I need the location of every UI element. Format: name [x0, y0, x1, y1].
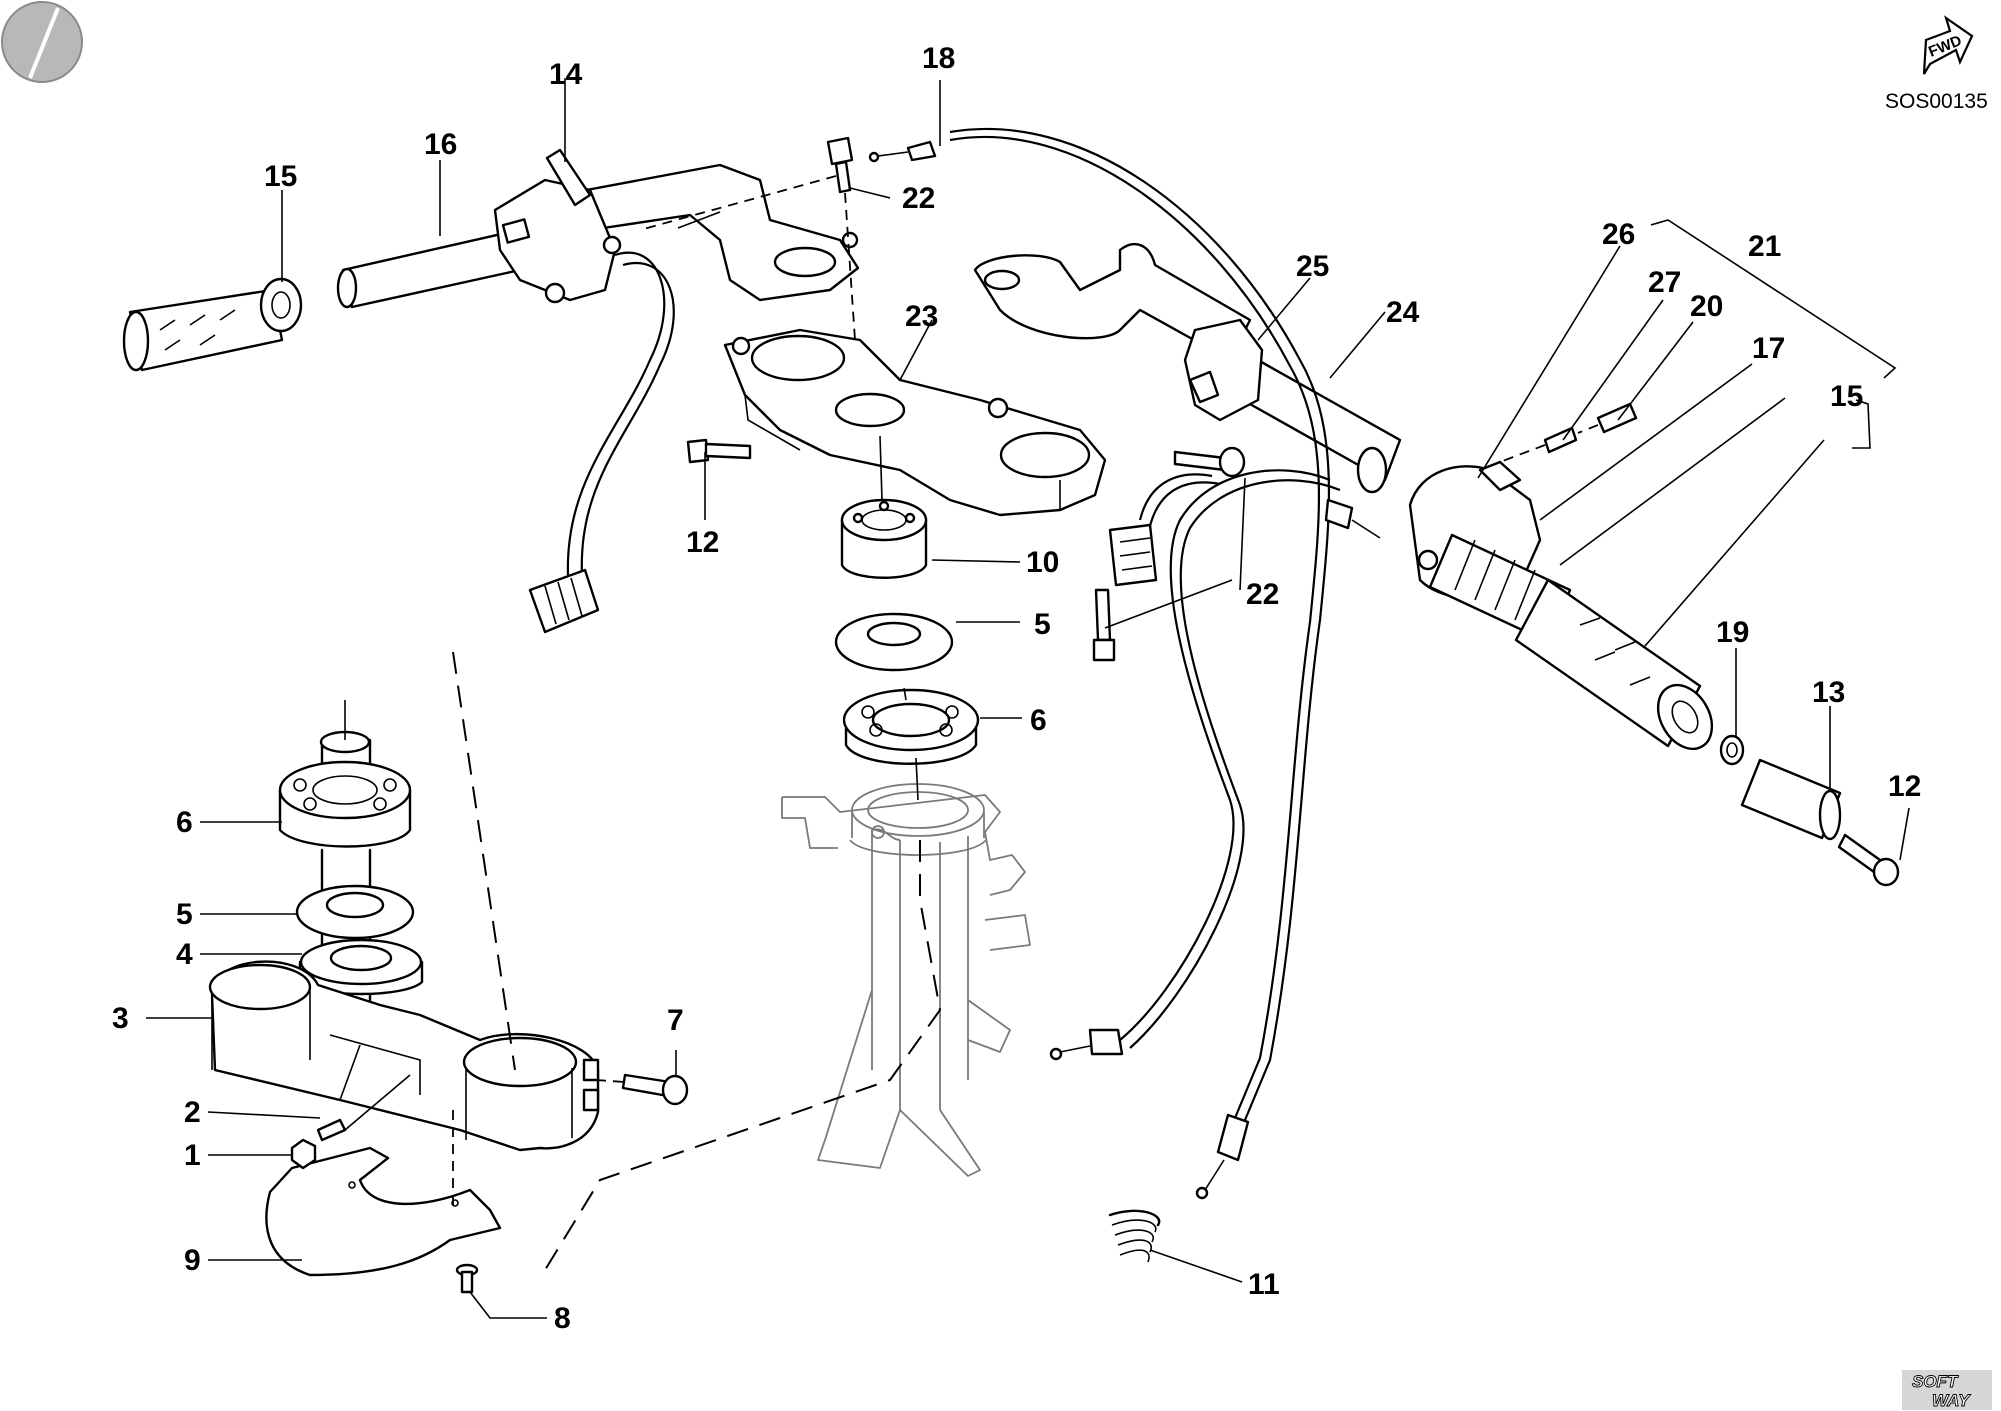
screw-8: [455, 1263, 479, 1294]
callout-labels: 14 16 15 18 22 23 12 10 5 6 22 25 24 26 …: [112, 42, 1921, 1335]
clamp-25: [1183, 318, 1264, 422]
screw-20: [1596, 402, 1638, 434]
bolt-12-clamp: [686, 438, 752, 464]
dust-seal-4: [298, 938, 424, 996]
handlebar-left-16: [336, 163, 860, 309]
nut-1: [290, 1138, 317, 1170]
alignment-line: [1577, 424, 1599, 434]
callout-19: 19: [1716, 616, 1749, 649]
callout-5-center: 5: [1034, 608, 1051, 641]
steering-nut-10: [840, 498, 928, 579]
callout-14: 14: [549, 58, 583, 91]
washer-5-lower: [295, 884, 415, 940]
alignment-line: [903, 687, 907, 701]
leader-lines: [146, 78, 1910, 1319]
bearing-6-center: [842, 688, 980, 765]
screw-27: [1543, 426, 1578, 454]
washer-5-center: [834, 612, 954, 672]
screw-2: [316, 1118, 347, 1142]
lower-yoke-3: [208, 960, 600, 1152]
assembly-path-dashed: [544, 840, 942, 1271]
callout-8: 8: [554, 1302, 571, 1335]
brand-mark: SOFT WAY: [1902, 1370, 1992, 1410]
bolt-7: [621, 1073, 689, 1106]
left-switch-14: [493, 148, 622, 304]
callout-26: 26: [1602, 218, 1635, 251]
steering-stem-6-lower: [278, 730, 412, 848]
alignment-line: [1499, 444, 1546, 463]
callout-23: 23: [905, 300, 938, 333]
brand-line-1: SOFT: [1912, 1372, 1959, 1391]
upper-triple-clamp-23: [723, 328, 1107, 517]
washer-19: [1719, 734, 1745, 766]
spring-11: [1108, 1209, 1161, 1263]
right-switch-wiring: [1108, 473, 1221, 587]
throttle-cable-2: [1049, 469, 1381, 1061]
callout-1: 1: [184, 1139, 201, 1172]
logo-disc-icon: [1, 1, 83, 83]
callout-11: 11: [1248, 1268, 1280, 1301]
callout-21: 21: [1748, 230, 1781, 263]
callout-3: 3: [112, 1002, 129, 1035]
alignment-line: [915, 757, 919, 801]
callout-22-upper: 22: [902, 182, 935, 215]
callout-22-clamp: 22: [1246, 578, 1279, 611]
callout-10: 10: [1026, 546, 1059, 579]
callout-12-clamp: 12: [686, 526, 719, 559]
bar-end-weight-13: [1740, 758, 1842, 841]
brand-line-2: WAY: [1932, 1391, 1971, 1410]
alignment-line: [879, 435, 883, 501]
callout-5-lower: 5: [176, 898, 193, 931]
alignment-line: [844, 192, 856, 341]
callout-15-right: 15: [1830, 380, 1863, 413]
callout-12-bar-end: 12: [1888, 770, 1921, 803]
callout-27: 27: [1648, 266, 1681, 299]
alignment-line: [595, 1079, 626, 1083]
right-grip-15: [1514, 578, 1714, 750]
handlebar-right-24: [973, 243, 1402, 494]
callout-17: 17: [1752, 332, 1785, 365]
bolt-12-bar-end: [1837, 833, 1900, 887]
frame-outline: [781, 783, 1031, 1177]
assembly-path-dashed: [452, 651, 516, 1071]
callout-20: 20: [1690, 290, 1723, 323]
callout-13: 13: [1812, 676, 1845, 709]
callout-4: 4: [176, 938, 193, 971]
left-switch-wiring: [528, 211, 721, 634]
callout-24: 24: [1386, 296, 1420, 329]
forward-arrow-icon: FWD: [1922, 15, 1974, 75]
bolt-22-clamp: [1092, 446, 1246, 662]
bolt-22-upper: [826, 136, 854, 194]
callout-9: 9: [184, 1244, 201, 1277]
callout-18: 18: [922, 42, 955, 75]
callout-15-left: 15: [264, 160, 297, 193]
diagram-code: SOS00135: [1885, 90, 1988, 113]
callout-7: 7: [667, 1004, 684, 1037]
callout-16: 16: [424, 128, 457, 161]
left-grip-15: [122, 277, 303, 372]
callout-6-center: 6: [1030, 704, 1047, 737]
plate-9: [265, 1146, 502, 1277]
callout-2: 2: [184, 1096, 201, 1129]
callout-25: 25: [1296, 250, 1329, 283]
alignment-line: [344, 1074, 411, 1131]
callout-6-lower: 6: [176, 806, 193, 839]
